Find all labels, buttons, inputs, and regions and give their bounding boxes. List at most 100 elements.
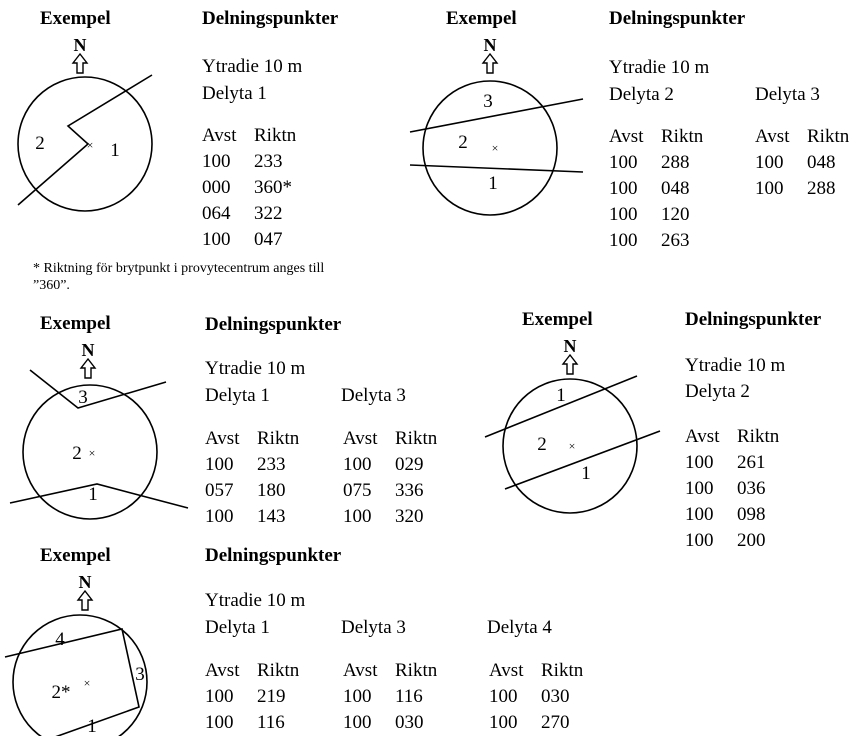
plot-diagram: N × 3 2 1 [409,35,584,216]
heading: Delningspunkter [205,314,342,335]
radius-label: Ytradie 10 m [685,355,786,376]
division-line [9,483,189,509]
example-label: Exempel [40,545,111,566]
division-line [29,369,167,409]
north-arrow-icon [561,353,579,375]
part-label: Delyta 1 [205,385,270,406]
center-mark-icon: × [87,138,94,152]
heading: Delningspunkter [609,8,746,29]
example-label: Exempel [40,313,111,334]
part-label: Delyta 3 [341,385,406,406]
north-label: N [484,35,497,55]
area-label: 2 [537,434,547,455]
north-arrow-icon [79,357,97,379]
division-line [409,98,584,133]
plot-circle [12,614,148,736]
center-mark-icon: × [492,141,499,155]
north-label: N [74,35,87,55]
radius-label: Ytradie 10 m [609,57,710,78]
example-label: Exempel [40,8,111,29]
division-line [4,628,140,736]
footnote: * Riktning för brytpunkt i provytecentru… [33,261,325,293]
area-label: 1 [88,484,98,505]
area-label: 4 [55,629,65,650]
plot-diagram: N × 4 2* 3 1 [4,572,148,736]
plot-circle [17,76,153,212]
division-line [484,375,638,438]
center-mark-icon: × [84,676,91,690]
area-label: 3 [78,387,88,408]
center-mark-icon: × [569,439,576,453]
area-label: 2 [72,443,82,464]
area-label: 2 [458,132,468,153]
part-label: Delyta 3 [755,84,820,105]
north-arrow-icon [71,52,89,74]
area-label: 2 [35,133,45,154]
division-line [504,430,661,490]
heading: Delningspunkter [205,545,342,566]
example-label: Exempel [522,309,593,330]
radius-label: Ytradie 10 m [205,358,306,379]
north-arrow-icon [481,52,499,74]
plot-circle [502,378,638,514]
example-label: Exempel [446,8,517,29]
plot-circle [22,384,158,520]
division-line [17,74,153,206]
area-label: 3 [135,664,145,685]
heading: Delningspunkter [685,309,822,330]
heading: Delningspunkter [202,8,339,29]
area-label: 1 [87,716,97,736]
radius-label: Ytradie 10 m [205,590,306,611]
radius-label: Ytradie 10 m [202,56,303,77]
plot-diagram: N × 2 1 [17,35,153,212]
area-label: 1 [556,385,566,406]
division-line [409,164,584,173]
plot-diagram: N × 3 2 1 [9,340,189,520]
plot-diagram: N × 1 2 1 [484,336,661,514]
area-label: 1 [581,463,591,484]
part-label: Delyta 1 [202,83,267,104]
part-label: Delyta 4 [487,617,552,638]
part-label: Delyta 1 [205,617,270,638]
plot-circle [422,80,558,216]
center-mark-icon: × [89,446,96,460]
part-label: Delyta 3 [341,617,406,638]
